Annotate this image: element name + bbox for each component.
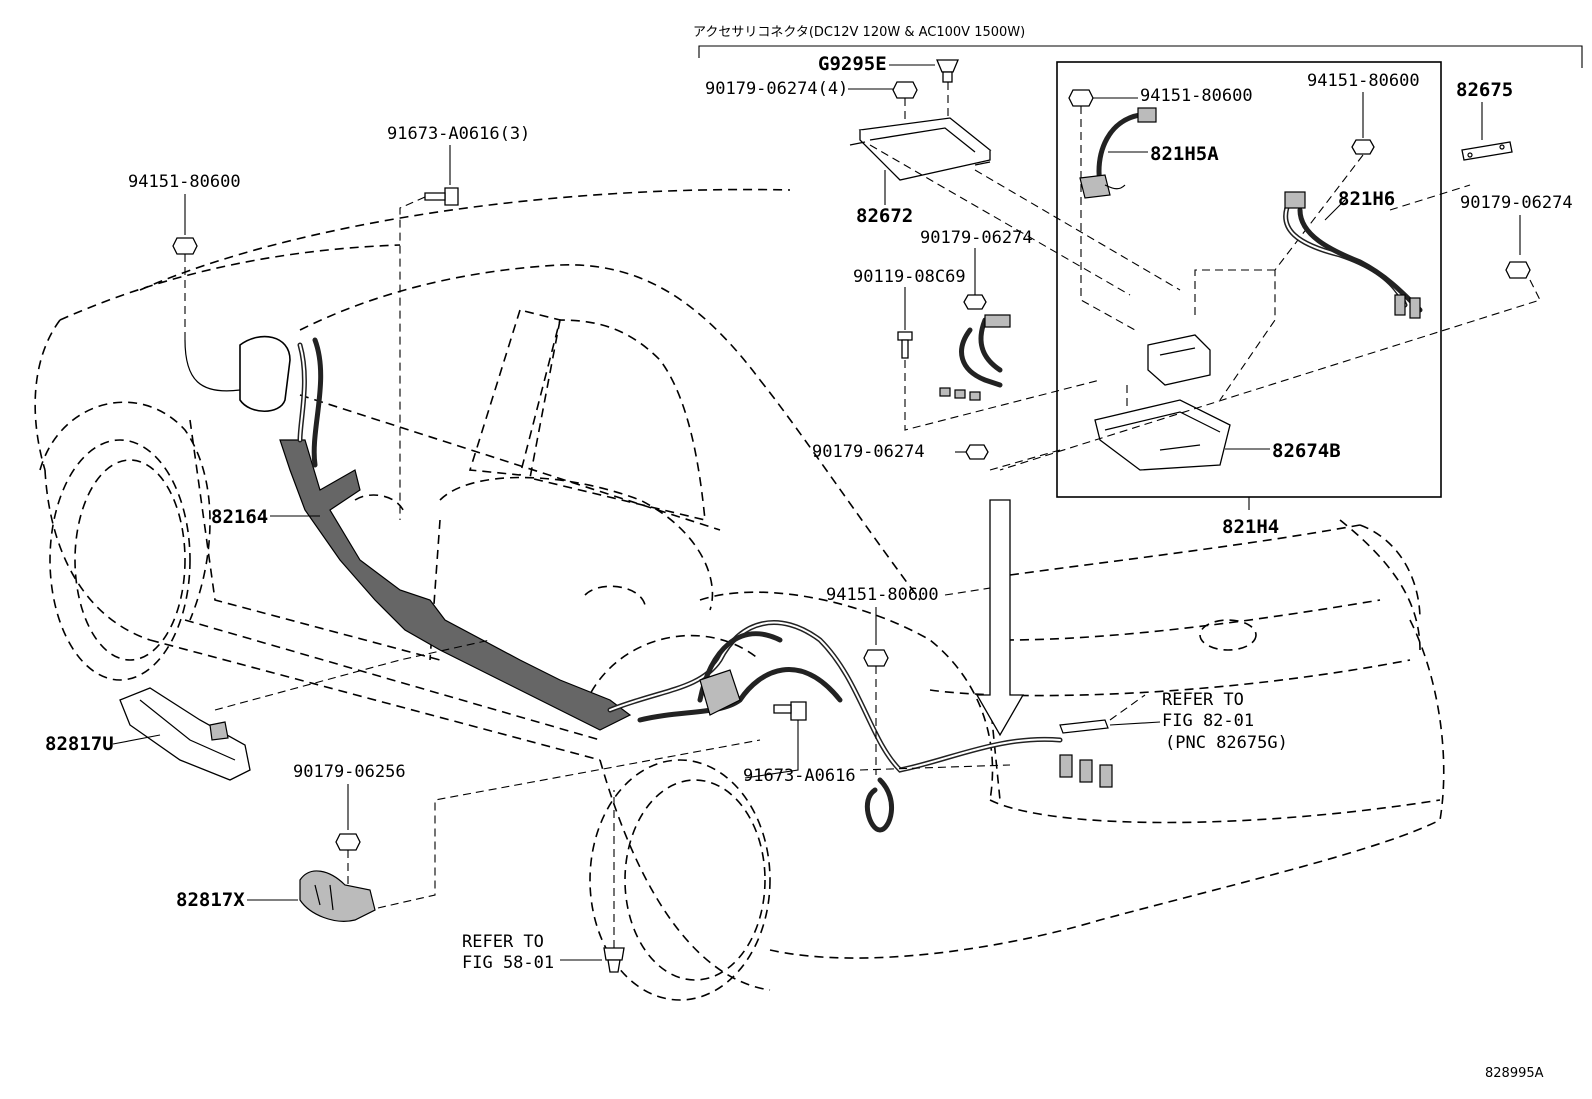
nut-icon — [1351, 139, 1375, 155]
part-label-90179-06256: 90179-06256 — [293, 762, 406, 782]
part-label-82675: 82675 — [1456, 79, 1513, 101]
nut-icon — [863, 649, 889, 667]
arrow-down-icon — [975, 499, 1025, 737]
part-label-82674b: 82674B — [1272, 440, 1341, 462]
bracket-82674b — [1094, 334, 1231, 471]
bracket-82675 — [1461, 141, 1513, 161]
part-label-82164: 82164 — [211, 506, 268, 528]
refer-82-line3: (PNC 82675G) — [1165, 733, 1288, 753]
clip-icon — [603, 947, 625, 973]
nut-icon — [965, 444, 989, 460]
part-label-82817x: 82817X — [176, 889, 245, 911]
refer-82-line1: REFER TO — [1162, 690, 1244, 710]
nut-icon — [1068, 89, 1094, 107]
wire-harness-82164 — [184, 335, 1113, 833]
nut-icon — [963, 294, 987, 310]
part-label-91673-a0616: 91673-A0616 — [743, 766, 856, 786]
part-label-90179-06274-right: 90179-06274 — [1460, 193, 1573, 213]
clip-icon — [936, 59, 959, 83]
part-label-94151-80600-center: 94151-80600 — [826, 585, 939, 605]
part-label-821h4: 821H4 — [1222, 516, 1279, 538]
part-label-94151-80600-box-right: 94151-80600 — [1307, 71, 1420, 91]
harness-821h5a — [1079, 107, 1157, 199]
part-label-90119-08c69: 90119-08C69 — [853, 267, 966, 287]
part-label-91673-a0616-3: 91673-A0616(3) — [387, 124, 530, 144]
accessory-connector-title: アクセサリコネクタ(DC12V 120W & AC100V 1500W) — [693, 25, 1025, 40]
inverter-unit-82672 — [849, 117, 992, 181]
upper-parts-group: G9295E 90179-06274(4) 82672 90179-06274 — [705, 53, 1181, 471]
part-label-90179-06274-lower: 90179-06274 — [812, 442, 925, 462]
nut-icon — [335, 833, 361, 851]
refer-58-line1: REFER TO — [462, 932, 544, 952]
part-label-82817u: 82817U — [45, 733, 114, 755]
trim-82817u — [119, 687, 251, 781]
part-label-821h6: 821H6 — [1338, 188, 1395, 210]
reference-fig-58-01[interactable]: REFER TO FIG 58-01 — [462, 932, 554, 973]
refer-82-line2: FIG 82-01 — [1162, 711, 1254, 731]
bolt-icon — [773, 701, 807, 721]
harness-821h6 — [1283, 191, 1423, 319]
part-label-94151-80600-box-left: 94151-80600 — [1140, 86, 1253, 106]
figure-id: 828995A — [1485, 1066, 1544, 1081]
part-label-82672: 82672 — [856, 205, 913, 227]
center-parts: 94151-80600 91673-A0616 REFER TO FIG 82-… — [462, 499, 1288, 973]
left-parts: 94151-80600 91673-A0616(3) 82164 82817U … — [45, 124, 761, 922]
nut-icon — [892, 81, 918, 99]
part-label-821h5a: 821H5A — [1150, 143, 1219, 165]
connector-82817x — [299, 870, 376, 922]
part-label-g9295e: G9295E — [818, 53, 887, 75]
bolt-icon — [424, 187, 459, 206]
nut-icon — [172, 237, 198, 255]
car-body-outline — [34, 188, 1445, 1001]
sub-harness — [939, 314, 1011, 401]
part-label-94151-80600-left: 94151-80600 — [128, 172, 241, 192]
refer-58-line2: FIG 58-01 — [462, 953, 554, 973]
right-top-parts: 82675 90179-06274 — [999, 79, 1573, 471]
accessory-connector-header: アクセサリコネクタ(DC12V 120W & AC100V 1500W) — [693, 25, 1583, 68]
part-label-90179-06274-mid: 90179-06274 — [920, 228, 1033, 248]
reference-fig-82-01[interactable]: REFER TO FIG 82-01 (PNC 82675G) — [1162, 690, 1288, 753]
bolt-icon — [897, 331, 913, 359]
part-label-90179-06274-4: 90179-06274(4) — [705, 79, 848, 99]
assembly-box-821h4: 94151-80600 821H5A 94151-80600 821H6 — [1056, 61, 1442, 498]
nut-icon — [1505, 261, 1531, 279]
